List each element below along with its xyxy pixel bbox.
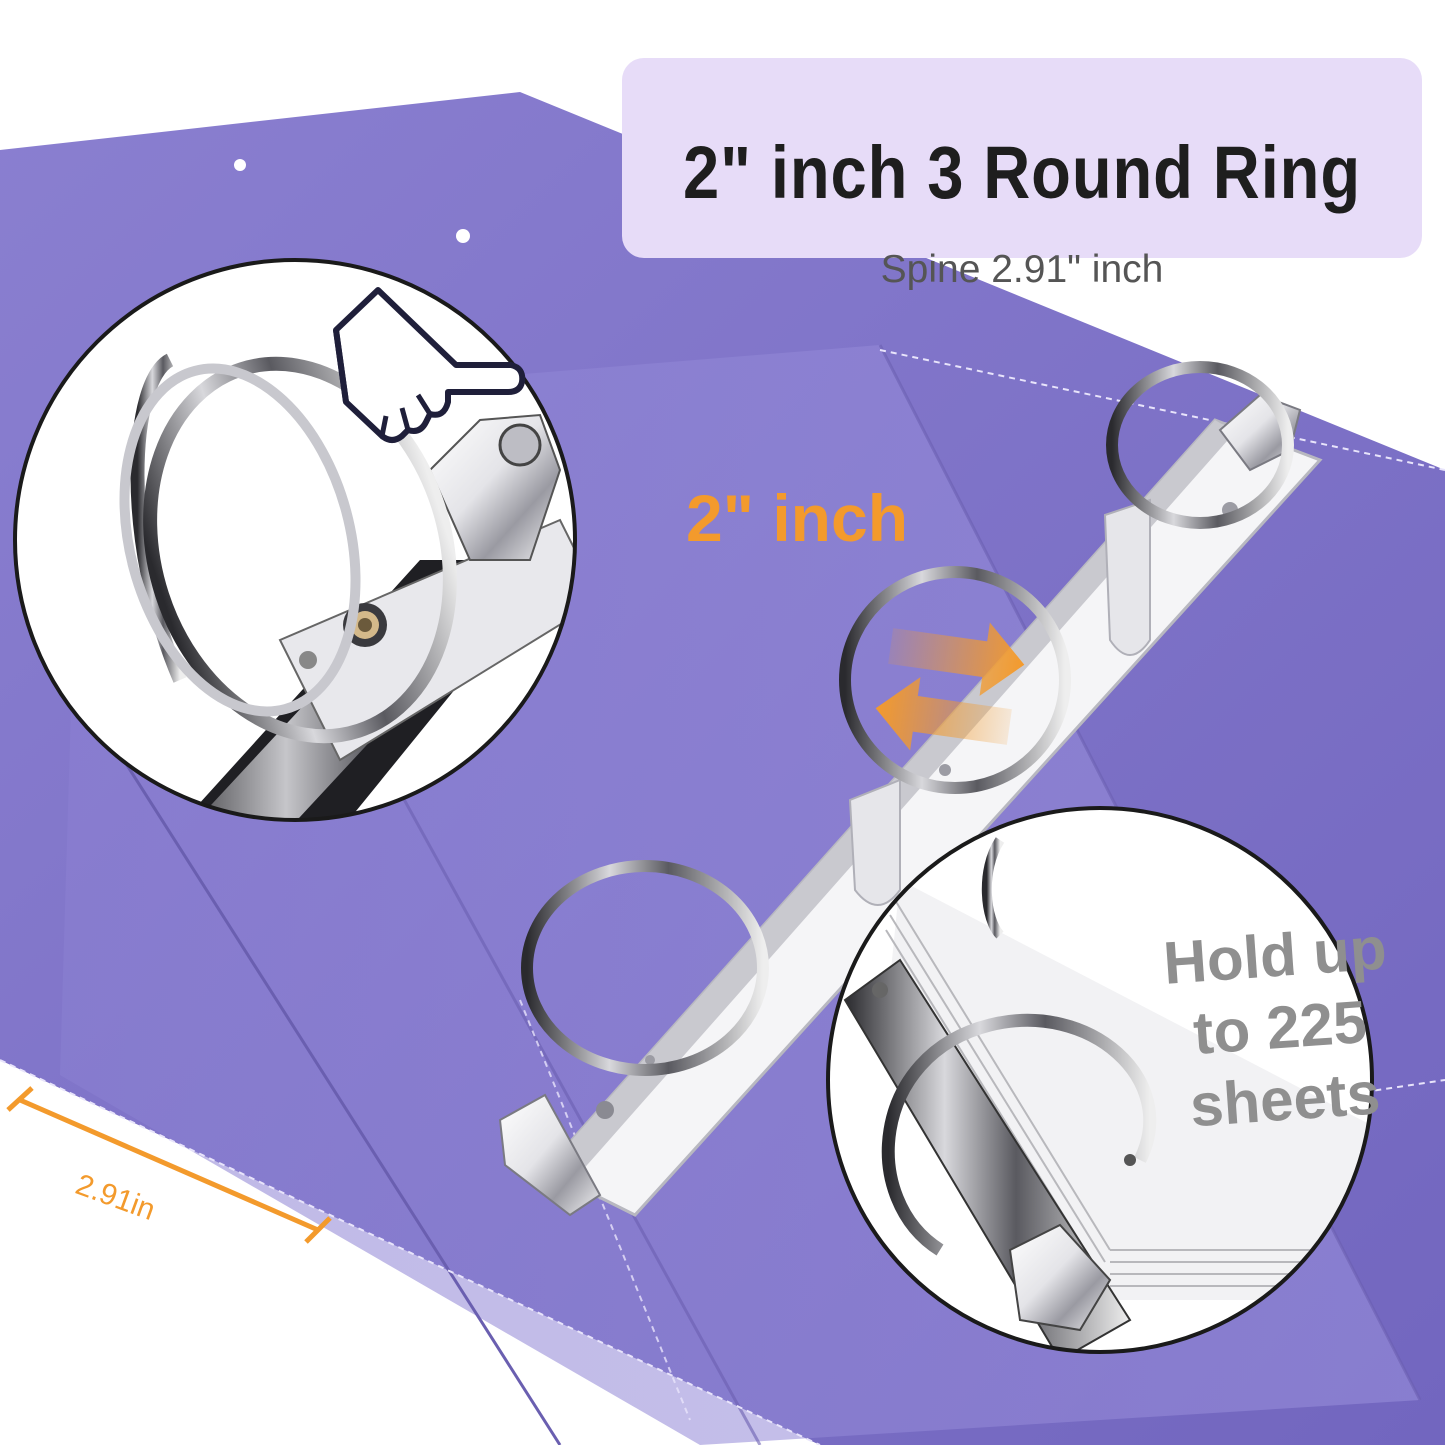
page-title: 2" inch 3 Round Ring bbox=[683, 131, 1361, 214]
ring-mechanism bbox=[498, 361, 1323, 1217]
ring-closeup-circle bbox=[13, 258, 577, 822]
title-banner: 2" inch 3 Round Ring Spine 2.91" inch bbox=[622, 58, 1422, 289]
sheets-closeup-circle bbox=[826, 806, 1374, 1354]
page-subtitle: Spine 2.91" inch bbox=[880, 248, 1164, 291]
double-arrow-icon bbox=[875, 622, 1025, 751]
capacity-label: Hold up to 225 sheets bbox=[1161, 914, 1389, 1140]
dimension-line-icon bbox=[6, 1086, 332, 1244]
pointing-hand-icon bbox=[333, 287, 526, 443]
ring-size-label: 2" inch bbox=[686, 481, 909, 555]
